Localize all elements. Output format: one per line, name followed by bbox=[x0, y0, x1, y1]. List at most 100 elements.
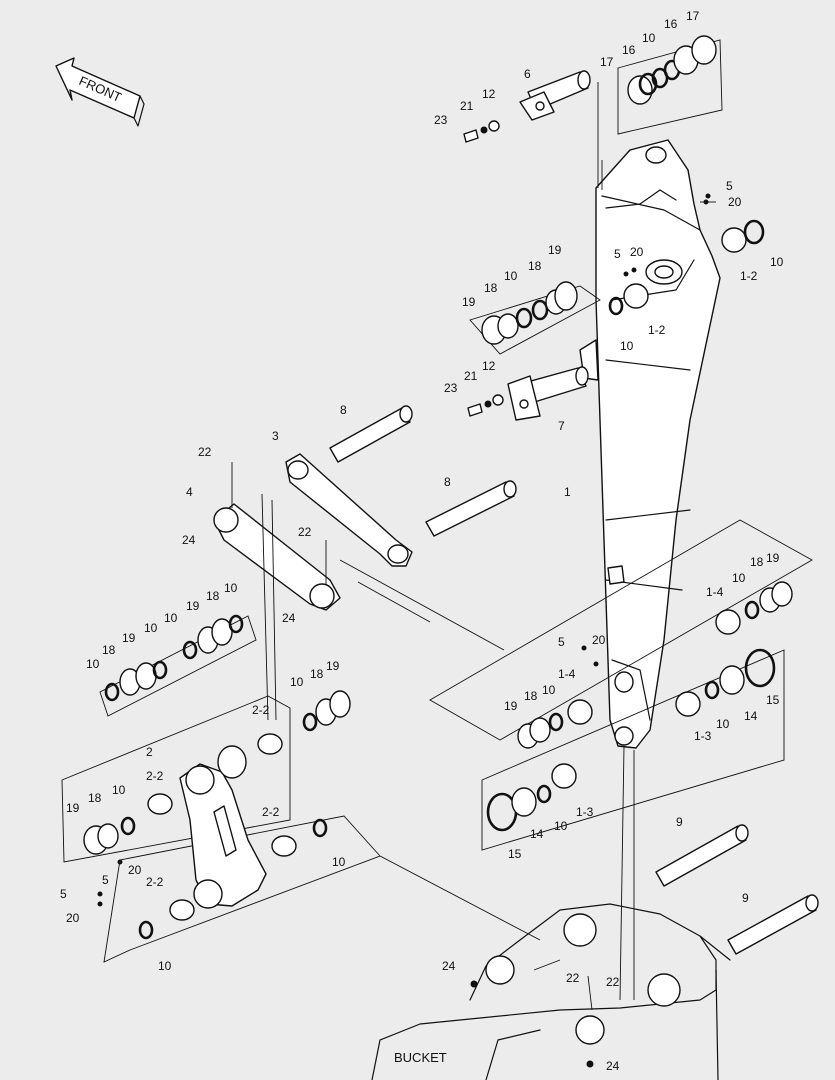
callout: 1-2 bbox=[648, 323, 666, 337]
callout: 10 bbox=[224, 581, 238, 595]
callout: 5 bbox=[60, 887, 67, 901]
callout: 19 bbox=[122, 631, 136, 645]
pins-9 bbox=[655, 824, 819, 955]
callout: 22 bbox=[606, 975, 620, 989]
callout: 20 bbox=[630, 245, 644, 259]
callout: 10 bbox=[86, 657, 100, 671]
callout: 19 bbox=[66, 801, 80, 815]
callout: 20 bbox=[728, 195, 742, 209]
pins-8 bbox=[329, 405, 517, 537]
callout: 9 bbox=[742, 891, 749, 905]
callout: 23 bbox=[434, 113, 448, 127]
callout: 10 bbox=[112, 783, 126, 797]
callout: 8 bbox=[444, 475, 451, 489]
callout: 10 bbox=[144, 621, 158, 635]
callout: 10 bbox=[332, 855, 346, 869]
callout: 16 bbox=[664, 17, 678, 31]
bucket-label: BUCKET bbox=[394, 1050, 447, 1065]
callout: 2-2 bbox=[146, 769, 164, 783]
callout: 10 bbox=[770, 255, 784, 269]
callout: 1-4 bbox=[706, 585, 724, 599]
callout: 10 bbox=[158, 959, 172, 973]
callout: 4 bbox=[186, 485, 193, 499]
callout: 24 bbox=[606, 1059, 620, 1073]
callout: 2-2 bbox=[262, 805, 280, 819]
callout: 17 bbox=[686, 9, 700, 23]
link-2 bbox=[83, 690, 351, 940]
callout: 23 bbox=[444, 381, 458, 395]
callout: 18 bbox=[524, 689, 538, 703]
callout: 2 bbox=[146, 745, 153, 759]
mid-left-seal-group bbox=[469, 267, 649, 355]
callout: 19 bbox=[186, 599, 200, 613]
right-bushing-group bbox=[700, 193, 765, 253]
callout: 8 bbox=[340, 403, 347, 417]
callout: 10 bbox=[554, 819, 568, 833]
callout: 17 bbox=[600, 55, 614, 69]
callout: 2-2 bbox=[146, 875, 164, 889]
lower-left-seals bbox=[104, 614, 244, 702]
callout: 10 bbox=[642, 31, 656, 45]
callout: 24 bbox=[282, 611, 296, 625]
callout: 18 bbox=[102, 643, 116, 657]
callout: 10 bbox=[716, 717, 730, 731]
callout: 18 bbox=[310, 667, 324, 681]
callout: 7 bbox=[558, 419, 565, 433]
callout: 9 bbox=[676, 815, 683, 829]
callout: 19 bbox=[326, 659, 340, 673]
callout: 18 bbox=[206, 589, 220, 603]
callout: 19 bbox=[462, 295, 476, 309]
lower-right-seals bbox=[486, 581, 793, 832]
callout: 10 bbox=[732, 571, 746, 585]
callout: 15 bbox=[766, 693, 780, 707]
callout: 10 bbox=[164, 611, 178, 625]
callout: 5 bbox=[614, 247, 621, 261]
callout: 3 bbox=[272, 429, 279, 443]
callout: 20 bbox=[66, 911, 80, 925]
callout: 18 bbox=[750, 555, 764, 569]
callout: 5 bbox=[102, 873, 109, 887]
callout: 20 bbox=[128, 863, 142, 877]
callout: 5 bbox=[558, 635, 565, 649]
callout: 10 bbox=[620, 339, 634, 353]
pin-7-assembly bbox=[467, 366, 589, 421]
callout: 10 bbox=[504, 269, 518, 283]
callout: 6 bbox=[524, 67, 531, 81]
callout: 20 bbox=[592, 633, 606, 647]
callout: 15 bbox=[508, 847, 522, 861]
link-4 bbox=[213, 462, 341, 611]
arm-body bbox=[579, 139, 721, 749]
callout: 22 bbox=[566, 971, 580, 985]
callout: 1-2 bbox=[740, 269, 758, 283]
group-outlines bbox=[61, 493, 813, 1001]
callout: 12 bbox=[482, 87, 496, 101]
callout: 19 bbox=[548, 243, 562, 257]
callout: 24 bbox=[442, 959, 456, 973]
pin-6-assembly bbox=[463, 70, 591, 143]
callout: 18 bbox=[484, 281, 498, 295]
callout: 21 bbox=[460, 99, 474, 113]
callout: 5 bbox=[726, 179, 733, 193]
callout: 14 bbox=[744, 709, 758, 723]
callout: 22 bbox=[198, 445, 212, 459]
link-3 bbox=[285, 453, 413, 567]
callout: 12 bbox=[482, 359, 496, 373]
callout: 22 bbox=[298, 525, 312, 539]
callout: 18 bbox=[88, 791, 102, 805]
upper-pin-group bbox=[597, 35, 723, 188]
callout: 1 bbox=[564, 485, 571, 499]
callout: 10 bbox=[290, 675, 304, 689]
callouts: 17 16 10 16 17 6 12 21 23 5 20 10 1-2 19… bbox=[60, 9, 784, 1073]
callout: 10 bbox=[542, 683, 556, 697]
callout: 2-2 bbox=[252, 703, 270, 717]
callout: 19 bbox=[504, 699, 518, 713]
callout: 18 bbox=[528, 259, 542, 273]
callout: 14 bbox=[530, 827, 544, 841]
front-arrow: FRONT bbox=[55, 57, 145, 127]
callout: 1-3 bbox=[694, 729, 712, 743]
callout: 1-4 bbox=[558, 667, 576, 681]
callout: 21 bbox=[464, 369, 478, 383]
callout: 1-3 bbox=[576, 805, 594, 819]
